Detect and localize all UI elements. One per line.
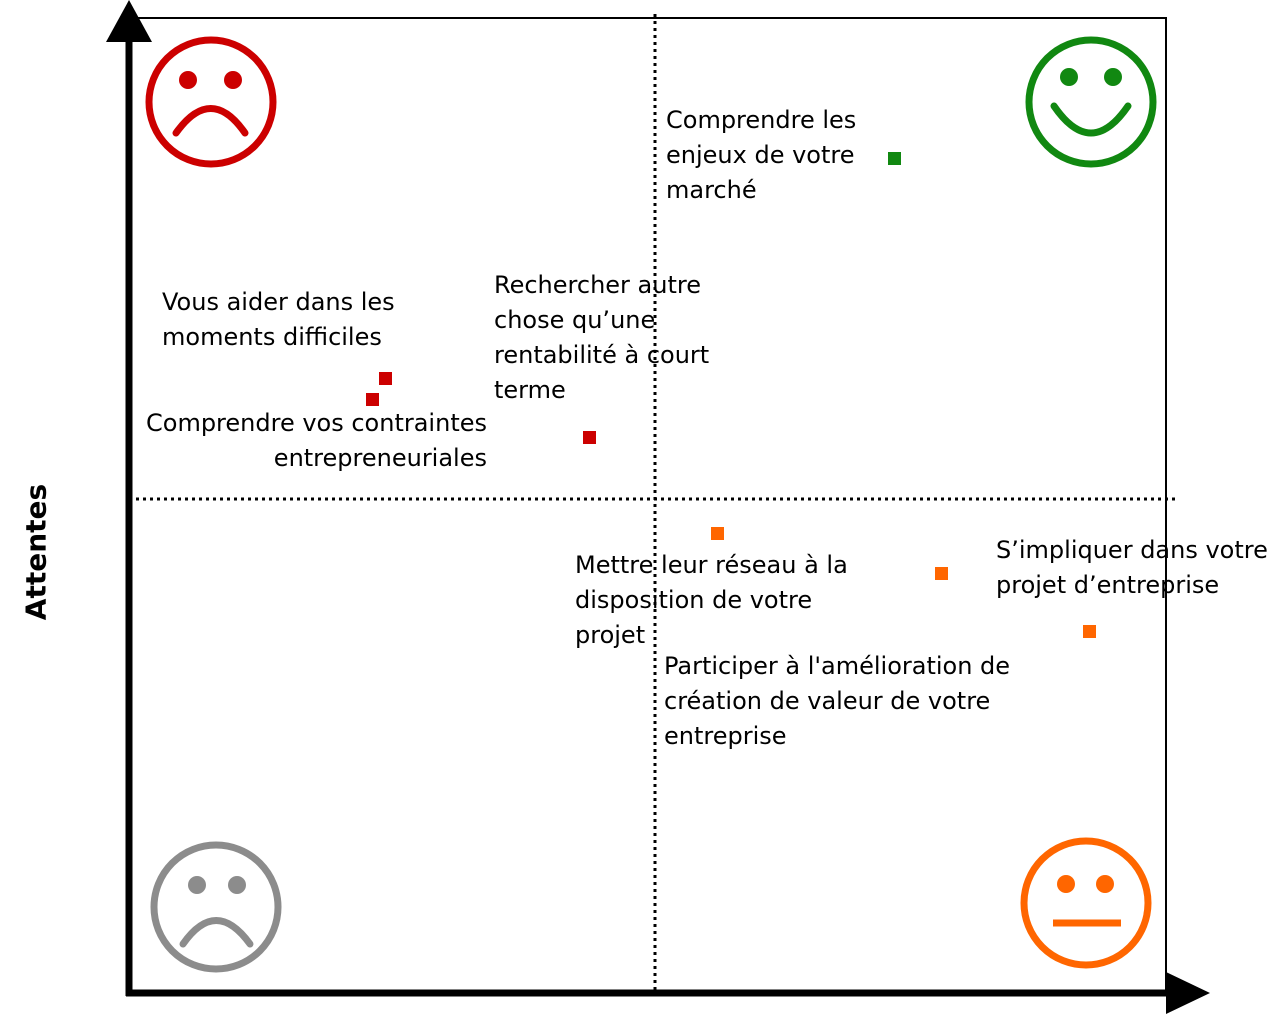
happy-face-green-icon: [1025, 36, 1157, 168]
label-mettre-reseau: Mettre leur réseau à la disposition de v…: [575, 551, 848, 649]
marker-impliquer: [935, 567, 948, 580]
unhappy-face-red-icon: [145, 36, 277, 168]
unhappy-face-gray-icon: [150, 841, 282, 973]
marker-mettre-reseau: [711, 527, 724, 540]
label-comprendre-contraintes: Comprendre vos contraintes entrepreneuri…: [146, 409, 487, 472]
marker-comprendre-contraintes: [366, 393, 379, 406]
label-impliquer: S’impliquer dans votre projet d’entrepri…: [996, 536, 1268, 599]
label-rechercher-autre: Rechercher autre chose qu’une rentabilit…: [494, 271, 710, 404]
plot-frame: [129, 17, 1167, 995]
neutral-face-orange-icon: [1020, 837, 1152, 969]
label-comprendre-enjeux: Comprendre les enjeux de votre marché: [666, 106, 857, 204]
x-axis-arrowhead: [1166, 972, 1210, 1014]
marker-participer: [1083, 625, 1096, 638]
marker-rechercher-autre: [583, 431, 596, 444]
y-axis-label: Attentes: [19, 483, 53, 621]
label-participer: Participer à l'amélioration de création …: [664, 652, 1011, 750]
marker-comprendre-enjeux: [888, 152, 901, 165]
marker-aider-moments: [379, 372, 392, 385]
y-axis-arrowhead: [106, 0, 152, 42]
label-aider-moments: Vous aider dans les moments difficiles: [162, 288, 395, 351]
